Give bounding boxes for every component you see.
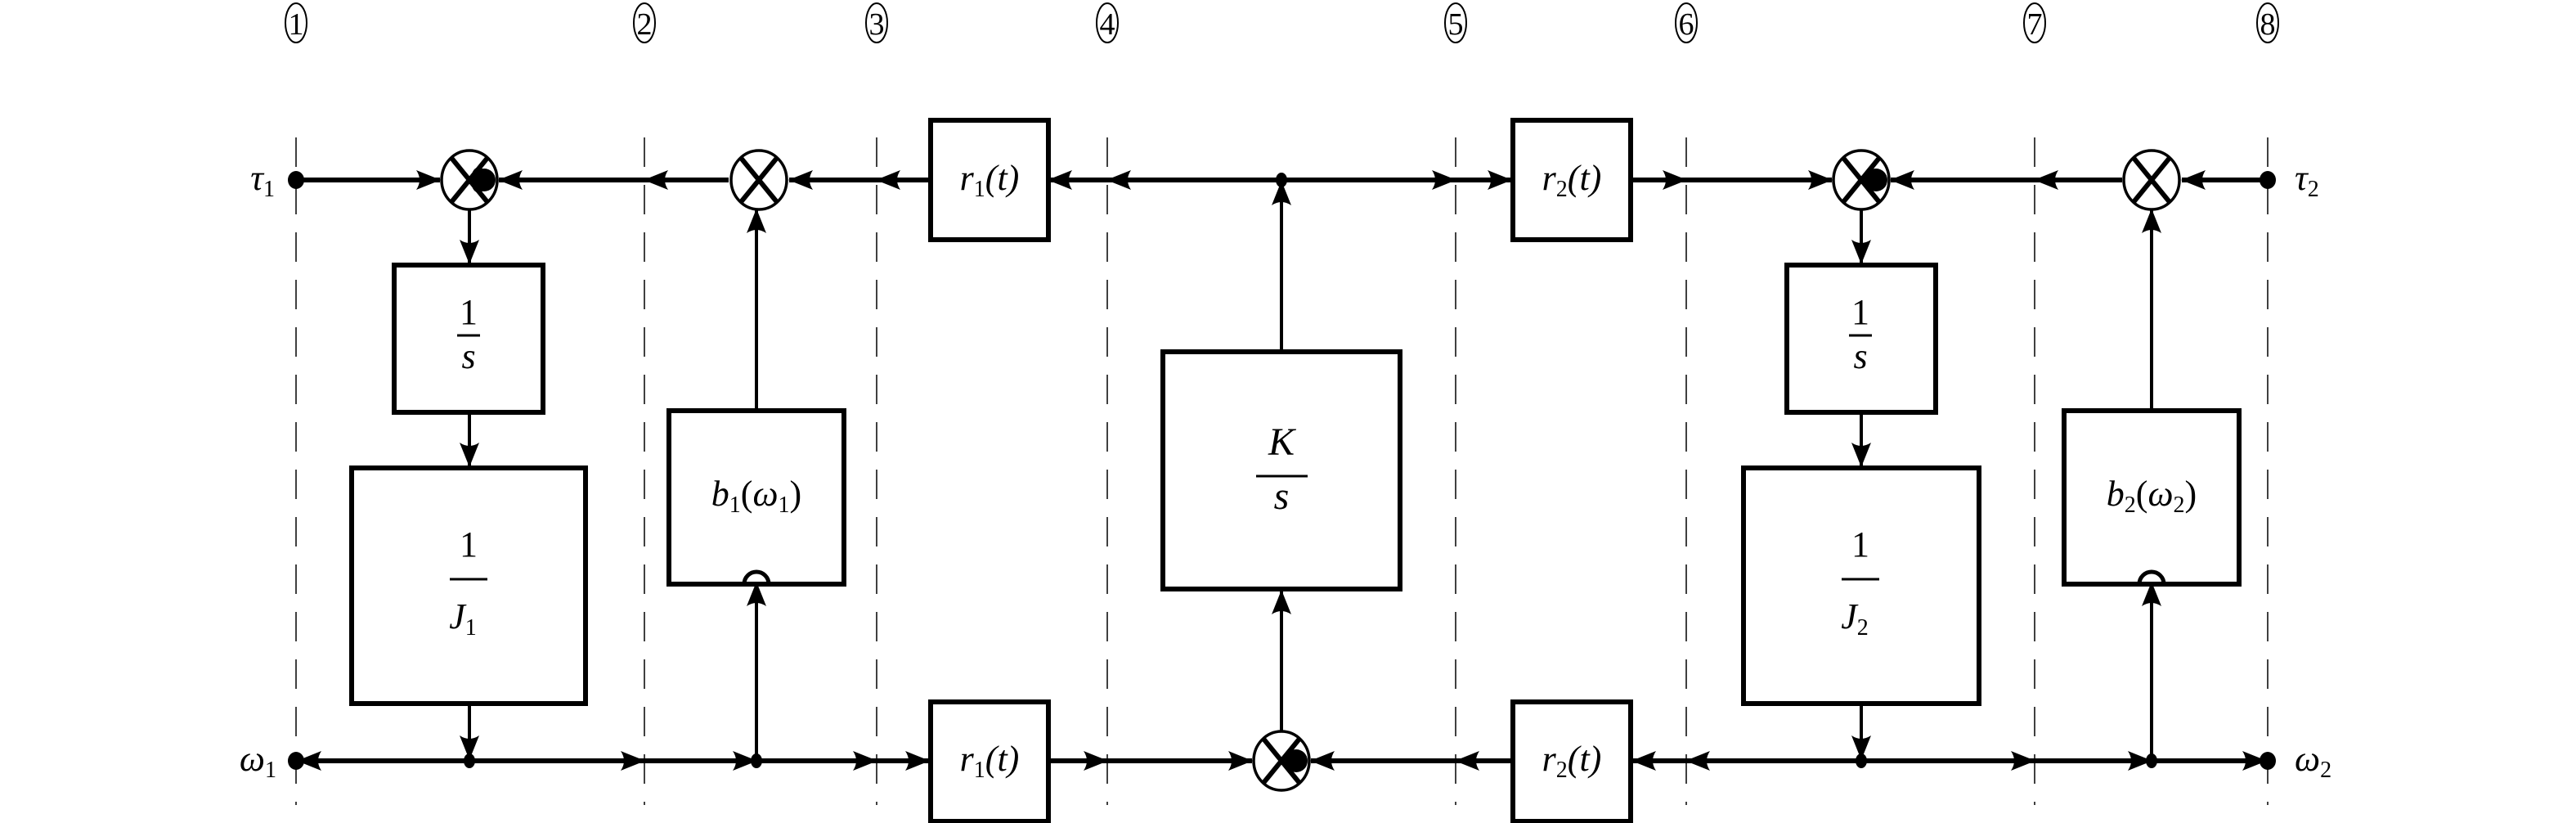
input-label-tau1: τ1 xyxy=(250,158,275,202)
block-numerator: 1 xyxy=(460,292,478,332)
omega2-terminal xyxy=(2260,752,2276,770)
input-label-tau2: τ2 xyxy=(2295,158,2319,202)
section-marker-4: 4 xyxy=(1096,2,1119,43)
section-marker-label: 5 xyxy=(1448,7,1464,42)
section-marker-label: 7 xyxy=(2027,7,2043,42)
block-denominator: J2 xyxy=(1841,596,1869,641)
nonlinear-input-marker xyxy=(742,569,771,585)
block-ratio-1-top: r1(t) xyxy=(928,118,1051,242)
section-marker-8: 8 xyxy=(2256,2,2279,43)
sum-top-3 xyxy=(1832,149,1891,211)
block-ratio-2-bottom: r2(t) xyxy=(1510,699,1633,823)
negative-sign-dot xyxy=(473,169,496,191)
block-ratio-2-top: r2(t) xyxy=(1510,118,1633,242)
block-integrator-1: 1 s xyxy=(392,263,545,415)
section-marker-2: 2 xyxy=(633,2,656,43)
section-marker-label: 4 xyxy=(1100,7,1115,42)
branch-node-b2 xyxy=(2146,753,2157,768)
tau2-terminal xyxy=(2260,171,2276,189)
section-marker-5: 5 xyxy=(1444,2,1467,43)
block-ratio-1-bottom: r1(t) xyxy=(928,699,1051,823)
sum-top-2 xyxy=(729,149,788,211)
block-denominator: s xyxy=(1274,474,1290,518)
tau1-terminal xyxy=(288,171,304,189)
section-marker-3: 3 xyxy=(865,2,888,43)
sum-top-4 xyxy=(2122,149,2181,211)
block-integrator-2: 1 s xyxy=(1784,263,1938,415)
block-numerator: K xyxy=(1268,420,1297,464)
block-label: r2(t) xyxy=(1542,739,1602,783)
block-label: b2(ω2) xyxy=(2107,474,2197,518)
section-marker-6: 6 xyxy=(1675,2,1698,43)
block-inertia-2: 1 J2 xyxy=(1741,465,1981,706)
block-label: r2(t) xyxy=(1542,158,1602,202)
block-inertia-1: 1 J1 xyxy=(349,465,588,706)
section-marker-label: 8 xyxy=(2260,7,2276,42)
negative-sign-dot xyxy=(1865,169,1887,191)
block-denominator: s xyxy=(1853,336,1867,376)
block-label: b1(ω1) xyxy=(711,474,801,518)
block-denominator: s xyxy=(461,336,475,376)
output-label-omega1: ω1 xyxy=(240,739,276,783)
section-marker-1: 1 xyxy=(285,2,307,43)
sum-top-1 xyxy=(440,149,499,211)
section-marker-label: 1 xyxy=(289,7,304,42)
block-denominator: J1 xyxy=(449,596,477,641)
block-friction-1: b1(ω1) xyxy=(666,408,846,587)
branch-node-omega2 xyxy=(1856,753,1867,768)
branch-node-b1 xyxy=(751,753,762,768)
section-marker-label: 2 xyxy=(637,7,653,42)
block-numerator: 1 xyxy=(460,524,478,564)
block-label: r1(t) xyxy=(960,739,1020,783)
output-label-omega2: ω2 xyxy=(2295,739,2331,783)
block-numerator: 1 xyxy=(1851,524,1869,564)
branch-node-k xyxy=(1276,173,1287,187)
sum-bottom-center xyxy=(1252,730,1311,792)
vertical-wires xyxy=(460,181,2161,761)
section-marker-7: 7 xyxy=(2023,2,2046,43)
block-friction-2: b2(ω2) xyxy=(2062,408,2242,587)
nonlinear-input-marker xyxy=(2137,569,2166,585)
section-markers: 1 2 3 4 5 6 7 8 xyxy=(285,2,2279,43)
omega1-terminal xyxy=(288,752,304,770)
branch-nodes xyxy=(288,171,2276,770)
branch-node-omega1 xyxy=(464,753,475,768)
negative-sign-dot xyxy=(1285,749,1308,772)
section-marker-label: 6 xyxy=(1679,7,1694,42)
block-stiffness: K s xyxy=(1160,349,1402,591)
block-numerator: 1 xyxy=(1851,292,1869,332)
section-marker-label: 3 xyxy=(869,7,885,42)
section-dividers xyxy=(295,137,2269,805)
block-label: r1(t) xyxy=(960,158,1020,202)
